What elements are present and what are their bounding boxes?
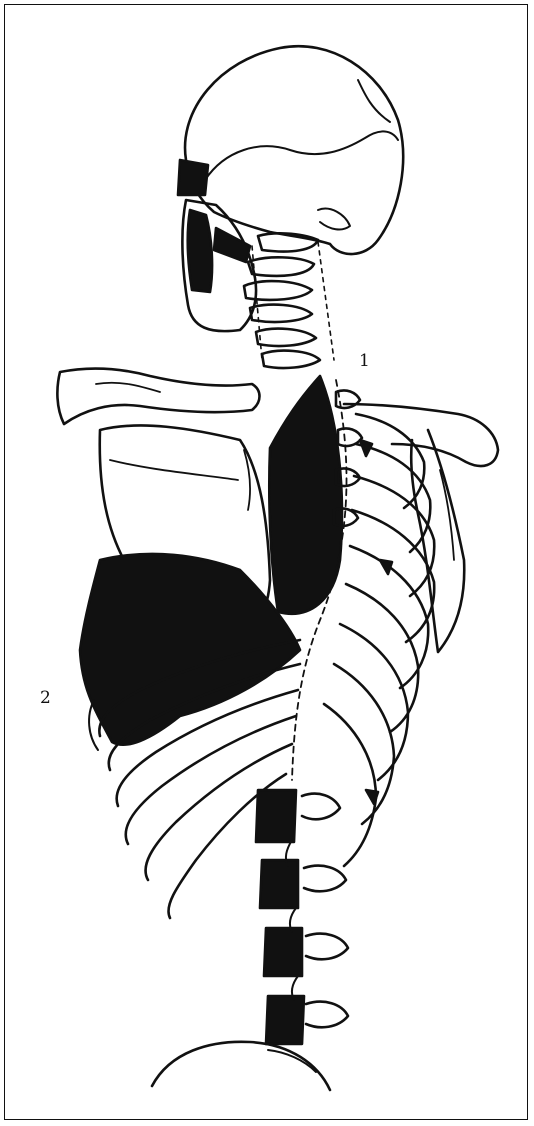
label-2: 2 [40, 690, 51, 707]
lumbar-spine [256, 790, 348, 1044]
skull [178, 46, 403, 331]
pelvis [152, 1042, 330, 1090]
muscle-region-1 [269, 376, 342, 614]
label-1: 1 [359, 353, 370, 370]
cervical-spine [244, 233, 334, 368]
muscle-region-2 [80, 554, 300, 745]
